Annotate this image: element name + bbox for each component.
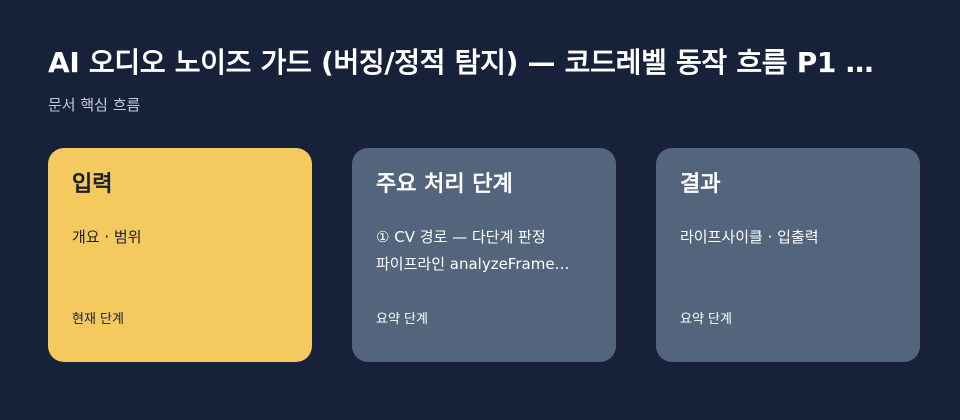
card-footer: 요약 단계 <box>680 312 732 327</box>
card-main-steps: 주요 처리 단계 ① CV 경로 — 다단계 판정 파이프라인 analyzeF… <box>352 148 616 362</box>
card-footer: 현재 단계 <box>72 312 124 327</box>
page-title: AI 오디오 노이즈 가드 (버징/정적 탐지) — 코드레벨 동작 흐름 P1… <box>48 46 874 79</box>
card-body: ① CV 경로 — 다단계 판정 파이프라인 analyzeFrame… <box>376 224 592 278</box>
card-footer: 요약 단계 <box>376 312 428 327</box>
card-body-line: 개요 · 범위 <box>72 228 142 246</box>
card-result: 결과 라이프사이클 · 입출력 요약 단계 <box>656 148 920 362</box>
page-subtitle: 문서 핵심 흐름 <box>48 96 141 114</box>
card-title: 입력 <box>72 172 113 197</box>
card-body-line: 라이프사이클 · 입출력 <box>680 228 819 246</box>
card-title: 주요 처리 단계 <box>376 172 513 197</box>
card-body-line: ① CV 경로 — 다단계 판정 <box>376 228 546 246</box>
card-body: 개요 · 범위 <box>72 224 288 251</box>
card-input: 입력 개요 · 범위 현재 단계 <box>48 148 312 362</box>
card-body: 라이프사이클 · 입출력 <box>680 224 896 251</box>
card-title: 결과 <box>680 172 721 197</box>
card-body-line: 파이프라인 analyzeFrame… <box>376 255 570 273</box>
